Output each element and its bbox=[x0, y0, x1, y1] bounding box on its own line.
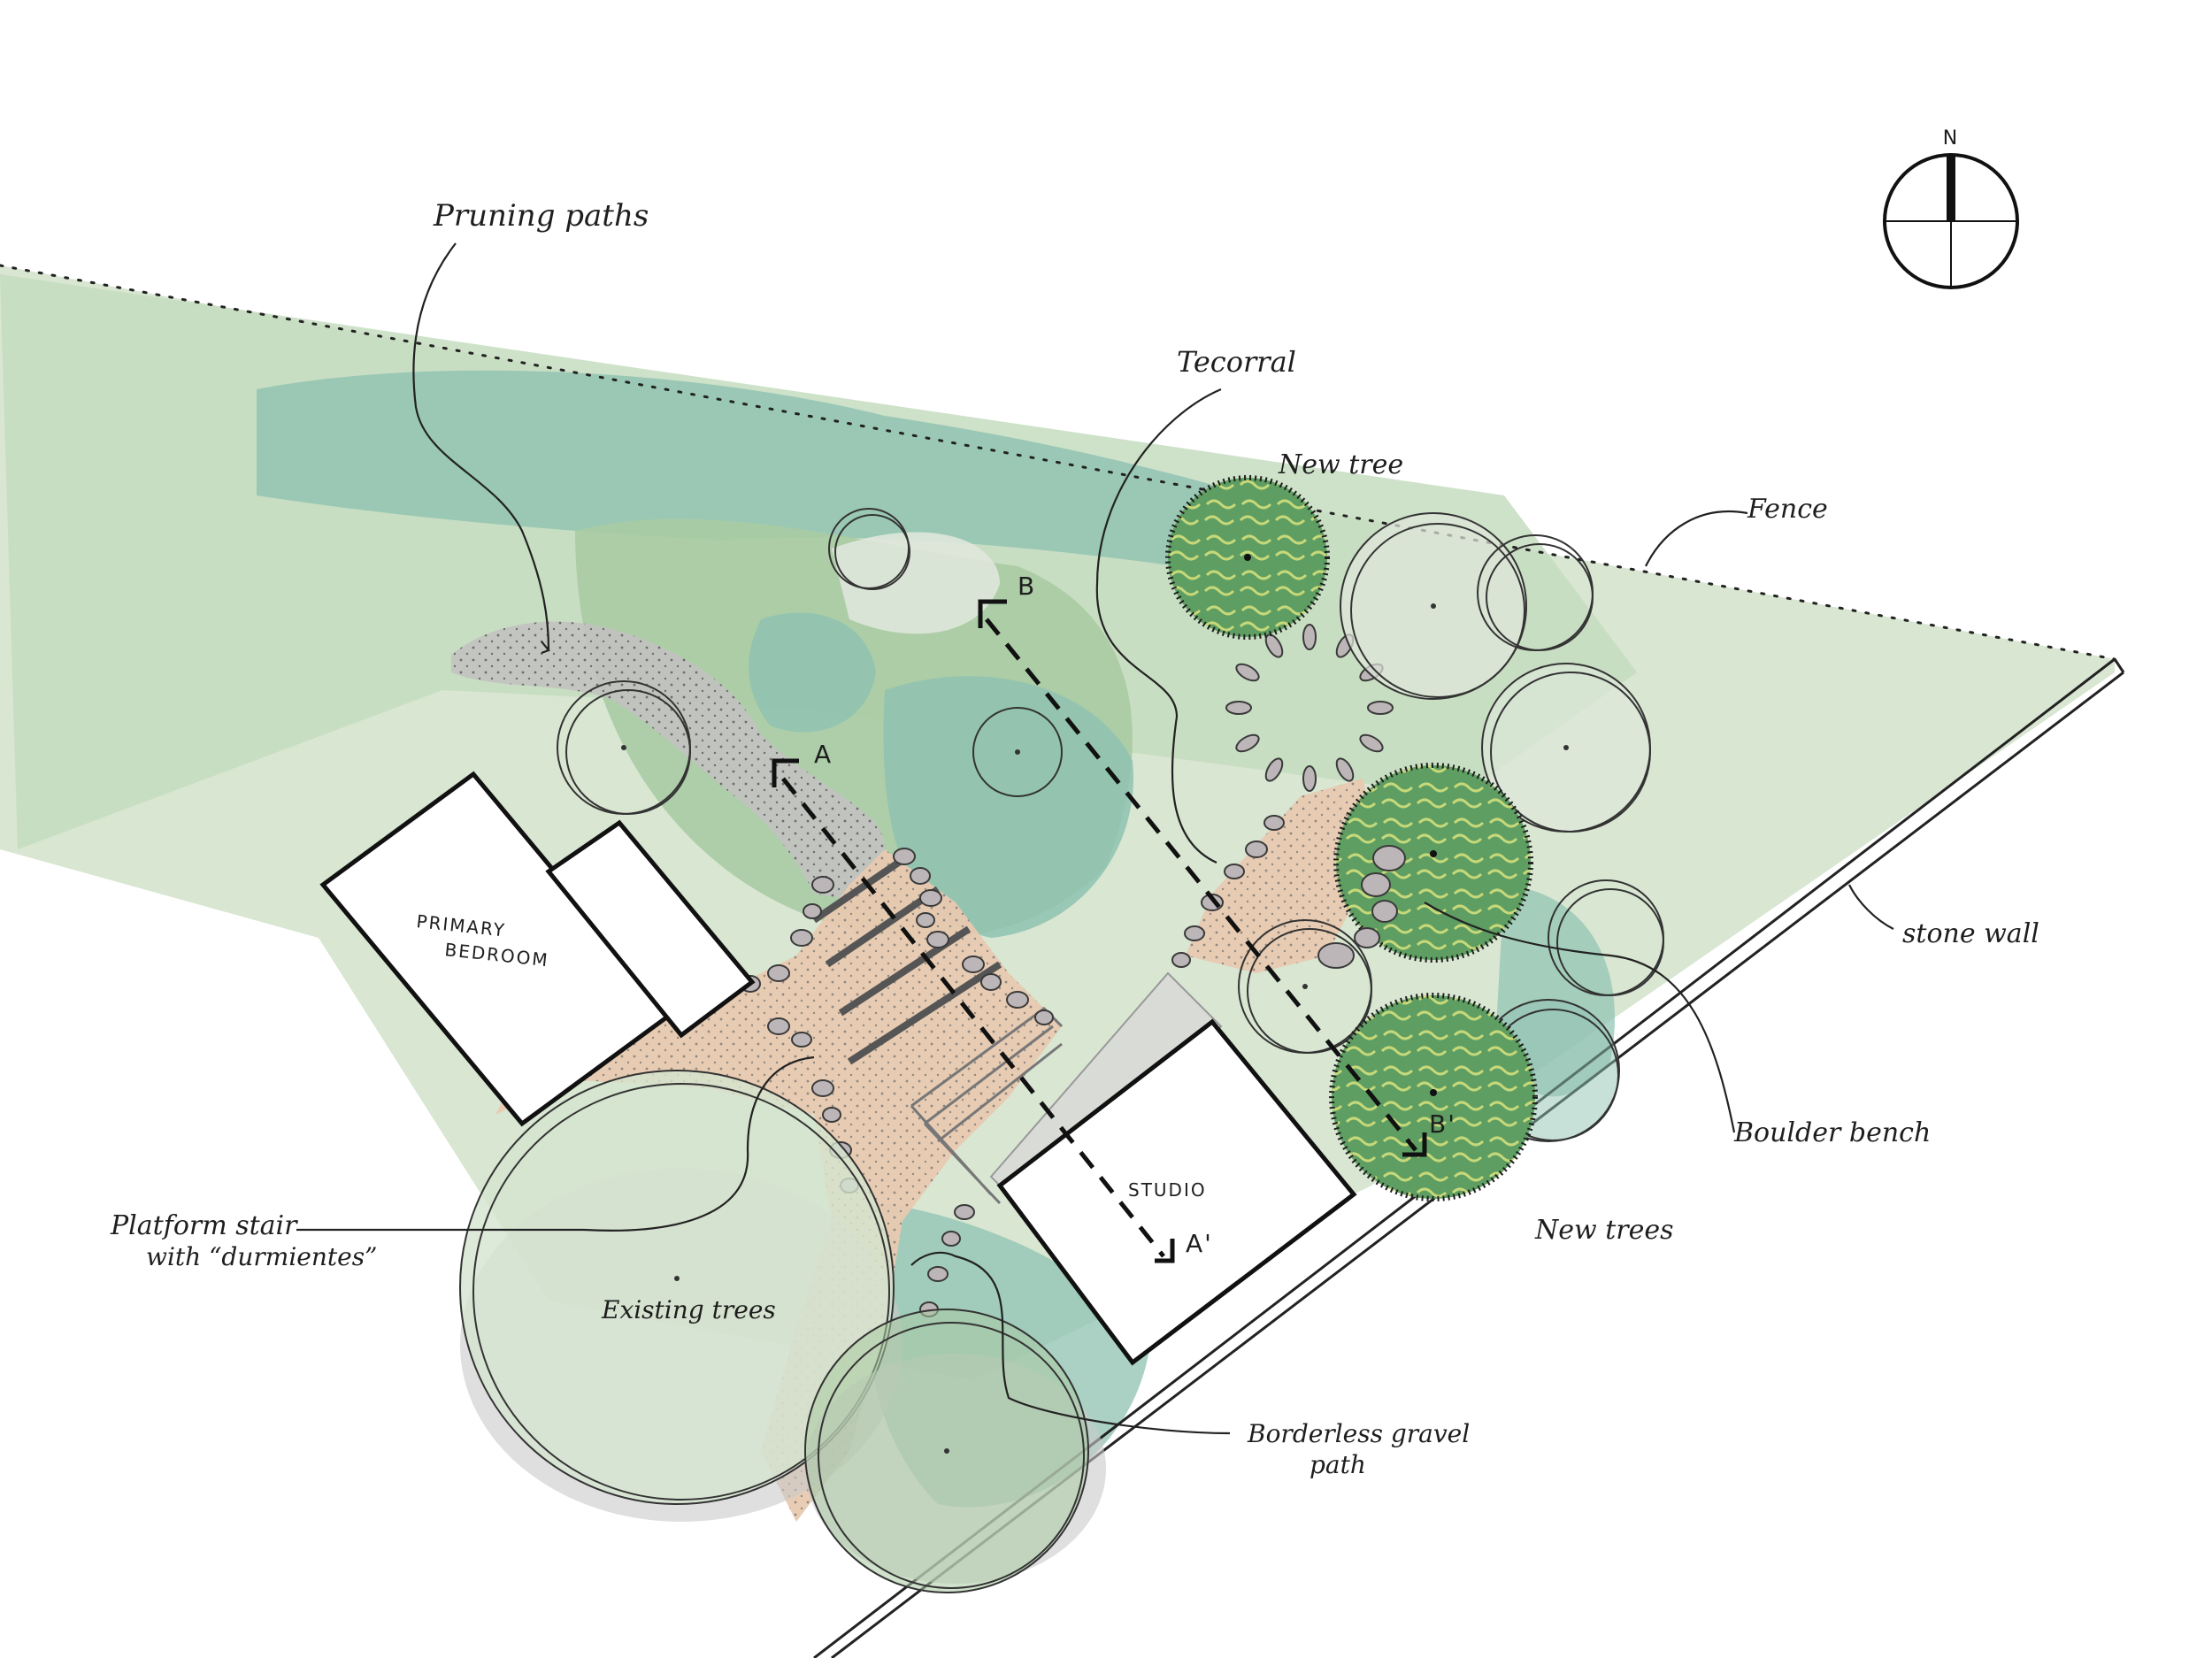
new-tree-southeast bbox=[1329, 993, 1538, 1201]
label-stone-wall: stone wall bbox=[1902, 918, 2039, 949]
fence bbox=[0, 264, 2116, 661]
boulder-bench bbox=[1317, 845, 1406, 969]
label-new-trees: New trees bbox=[1534, 1215, 1674, 1246]
studio-building bbox=[996, 1018, 1357, 1366]
label-pruning-paths: Pruning paths bbox=[433, 198, 649, 234]
annotations: Pruning paths Tecorral New tree Fence st… bbox=[110, 198, 2039, 1479]
label-tecorral: Tecorral bbox=[1177, 345, 1296, 379]
existing-tree-c bbox=[972, 707, 1063, 797]
section-b bbox=[978, 599, 1427, 1157]
teal-patch-2 bbox=[749, 612, 876, 733]
buildings bbox=[319, 771, 1357, 1366]
section-b-end: B' bbox=[1429, 1109, 1456, 1139]
section-a bbox=[772, 758, 1175, 1263]
north-arrow: N bbox=[1883, 127, 2019, 289]
teal-patch-1 bbox=[883, 676, 1133, 938]
light-patch bbox=[832, 532, 1000, 634]
label-studio: STUDIO bbox=[1128, 1179, 1207, 1201]
label-platform-stair-1: Platform stair bbox=[110, 1210, 298, 1241]
north-label: N bbox=[1943, 127, 1959, 150]
label-existing-trees: Existing trees bbox=[601, 1295, 776, 1324]
leader-lines bbox=[296, 242, 1894, 1435]
teal-band bbox=[257, 370, 1310, 575]
section-a-start: A bbox=[814, 740, 833, 769]
existing-trees bbox=[459, 508, 1664, 1593]
label-borderless-gravel-2: path bbox=[1310, 1450, 1366, 1479]
fence-line bbox=[0, 264, 2116, 661]
tecorral bbox=[1225, 624, 1394, 792]
section-labels: A A' B B' bbox=[814, 572, 1456, 1258]
section-b-start: B bbox=[1018, 572, 1036, 601]
label-new-tree: New tree bbox=[1278, 449, 1403, 480]
planting-washes bbox=[0, 265, 2115, 1508]
section-a-end: A' bbox=[1186, 1229, 1213, 1258]
label-fence: Fence bbox=[1747, 494, 1828, 525]
label-boulder-bench: Boulder bench bbox=[1733, 1117, 1931, 1148]
label-platform-stair-2: with “durmientes” bbox=[146, 1242, 377, 1271]
existing-tree-large bbox=[460, 1071, 894, 1504]
label-borderless-gravel-1: Borderless gravel bbox=[1247, 1419, 1470, 1448]
new-trees bbox=[1165, 475, 1538, 1201]
primary-bedroom-annex bbox=[545, 819, 756, 1039]
